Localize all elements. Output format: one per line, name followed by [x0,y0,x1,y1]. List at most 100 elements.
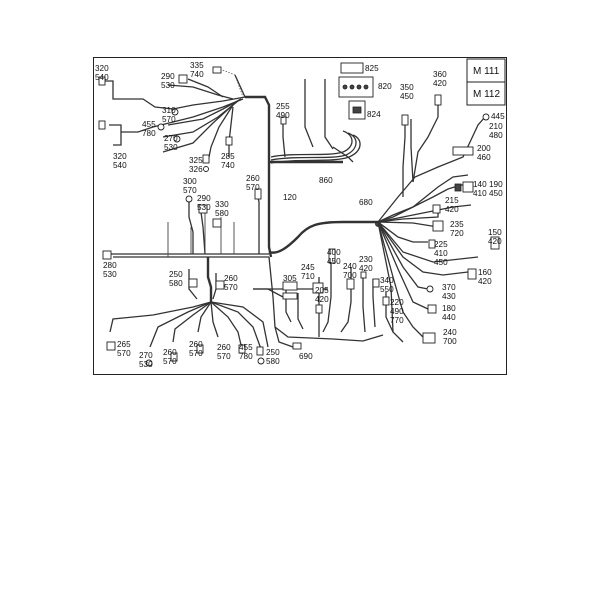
connector-335 [212,66,222,74]
connector-150 [490,236,500,250]
label-690: 690 [299,352,313,361]
connector-360 [434,94,442,106]
connector-285 [225,136,233,146]
wiring-harness-diagram: M 111 M 112 [95,58,506,369]
top-left-branches [103,68,334,255]
model-box-m112: M 112 [466,81,506,106]
label-825: 825 [365,64,379,73]
connector-305b [282,292,298,300]
relay-825 [340,62,364,74]
connector-250-top [188,278,198,288]
connector-340 [372,278,380,288]
connector-305 [282,281,298,291]
connector-180 [427,304,437,314]
connector-350 [401,114,409,126]
label-120: 120 [283,193,297,202]
connector-220 [382,296,390,306]
connector-225 [428,239,436,249]
connector-445 [482,113,490,121]
connector-230 [360,271,367,279]
model-label-m112: M 112 [473,89,500,100]
connector-240-bottom [422,332,436,344]
bottom-left-fan [109,269,284,350]
connector-260-mid [254,188,262,200]
label-445: 445 [491,112,505,121]
connector-320-top [98,76,106,86]
connector-290-mid [198,204,208,214]
connector-160 [467,268,477,280]
label-824: 824 [367,110,381,119]
connector-260-b2 [196,344,204,354]
connector-320-bottom [98,120,106,130]
connector-190 [462,181,474,193]
connector-250-bottom [257,357,265,365]
connector-240-mid [346,278,355,290]
connector-270-bottom [145,359,153,367]
connector-310 [171,108,179,116]
connector-260-b1 [170,352,178,362]
label-305: 305 [283,274,297,283]
components [98,62,500,367]
hub-680-branches [375,102,486,343]
connector-300 [185,195,193,203]
connector-245 [312,282,324,294]
label-680: 680 [359,198,373,207]
connector-690 [292,342,302,350]
connector-400 [328,248,336,264]
connector-455-bottom [256,346,264,356]
label-860: 860 [319,176,333,185]
connector-255 [280,116,287,125]
connector-330 [212,218,222,228]
model-box-m111: M 111 [466,58,506,83]
connector-215 [432,204,441,214]
connector-280 [102,250,112,260]
connector-260-right [215,280,225,290]
connector-260-b3 [238,344,246,354]
connector-370 [426,285,434,293]
connector-270-top [173,135,181,143]
connector-265 [106,341,116,351]
connector-455-top [157,123,165,131]
